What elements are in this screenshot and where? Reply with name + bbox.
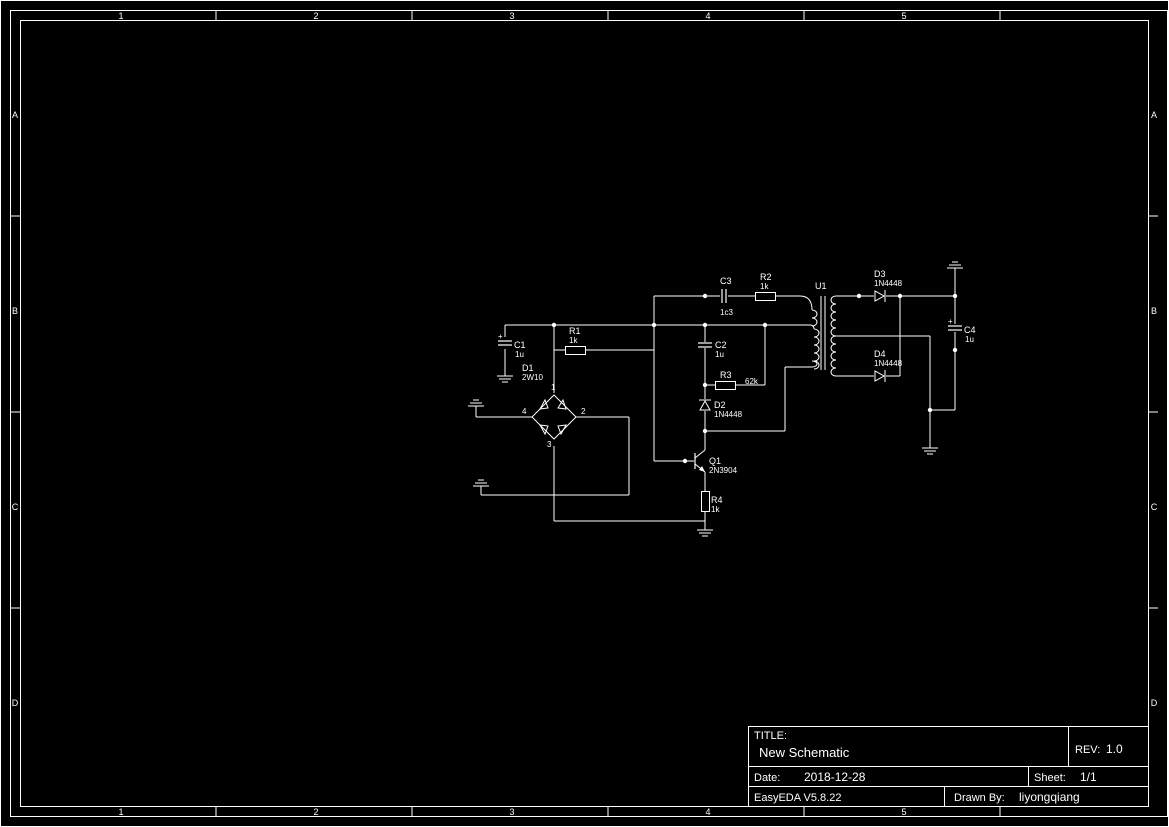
- capacitor-c4[interactable]: + C4 1u: [948, 317, 976, 344]
- r1-value: 1k: [569, 336, 578, 345]
- row-ticks: [10, 215, 1158, 609]
- r3-ref: R3: [720, 370, 732, 380]
- col-label-bottom-5: 5: [901, 807, 906, 817]
- ground-r4: [697, 529, 713, 537]
- d2-ref: D2: [714, 400, 726, 410]
- ground-pin2: [473, 479, 489, 487]
- d3-ref: D3: [874, 269, 886, 279]
- sheet-value: 1/1: [1080, 770, 1097, 784]
- capacitor-c3[interactable]: C3 1c3: [720, 276, 733, 317]
- col-label-top-3: 3: [509, 11, 514, 21]
- d4-ref: D4: [874, 349, 886, 359]
- row-label-right-a: A: [1151, 110, 1157, 120]
- c4-value: 1u: [965, 335, 974, 344]
- c1-ref: C1: [514, 340, 526, 350]
- software-version: EasyEDA V5.8.22: [754, 792, 841, 804]
- transistor-q1[interactable]: Q1 2N3904: [694, 449, 738, 475]
- row-label-left-c: C: [12, 502, 19, 512]
- c3-value: 1c3: [720, 308, 733, 317]
- ground-pin4: [468, 399, 484, 407]
- diode-d4[interactable]: D4 1N4448: [874, 349, 903, 382]
- d1-pin4: 4: [522, 407, 527, 416]
- row-label-right-b: B: [1151, 306, 1157, 316]
- date-label: Date:: [754, 772, 780, 784]
- capacitor-c2[interactable]: C2 1u: [698, 340, 727, 359]
- r3-value: 62k: [745, 377, 759, 386]
- col-label-top-5: 5: [901, 11, 906, 21]
- resistor-r2[interactable]: R2 1k: [755, 272, 776, 301]
- date-value: 2018-12-28: [804, 770, 866, 784]
- row-label-left-b: B: [12, 306, 18, 316]
- row-label-right-c: C: [1151, 502, 1158, 512]
- u1-ref: U1: [815, 281, 827, 291]
- drawn-by-value: liyongqiang: [1019, 790, 1080, 804]
- title-block: TITLE: New Schematic REV: 1.0 Date: 2018…: [748, 726, 1149, 807]
- title-label: TITLE:: [754, 730, 787, 742]
- r1-ref: R1: [569, 326, 581, 336]
- capacitor-c1[interactable]: + C1 1u: [498, 332, 526, 359]
- rev-value: 1.0: [1106, 742, 1123, 756]
- d1-ref: D1: [522, 363, 534, 373]
- inner-frame: [20, 20, 1149, 807]
- ground-c4-top: [947, 261, 963, 269]
- d1-pin2: 2: [581, 407, 586, 416]
- diode-d3[interactable]: D3 1N4448: [874, 269, 903, 302]
- col-label-bottom-2: 2: [313, 807, 318, 817]
- schematic-title: New Schematic: [759, 745, 850, 760]
- drawn-by-label: Drawn By:: [954, 792, 1005, 804]
- q1-value: 2N3904: [709, 466, 738, 475]
- col-label-top-1: 1: [118, 11, 123, 21]
- q1-ref: Q1: [709, 456, 721, 466]
- rev-label: REV:: [1075, 744, 1100, 756]
- ground-c1: [497, 375, 513, 383]
- sheet-label: Sheet:: [1034, 772, 1066, 784]
- d3-value: 1N4448: [874, 279, 903, 288]
- d4-value: 1N4448: [874, 359, 903, 368]
- junctions: [551, 293, 958, 464]
- resistor-r1[interactable]: R1 1k: [565, 326, 586, 355]
- wires: [475, 268, 956, 530]
- column-ticks: [215, 10, 1001, 817]
- ground-symbols: [468, 261, 963, 537]
- svg-text:+: +: [948, 317, 953, 326]
- r2-value: 1k: [760, 282, 769, 291]
- d1-value: 2W10: [522, 373, 543, 382]
- col-label-bottom-1: 1: [118, 807, 123, 817]
- transformer-u1[interactable]: U1: [806, 281, 837, 377]
- c4-ref: C4: [964, 325, 976, 335]
- row-label-left-d: D: [12, 698, 19, 708]
- resistor-r3[interactable]: R3 62k: [715, 370, 759, 390]
- c2-ref: C2: [715, 340, 727, 350]
- col-label-bottom-3: 3: [509, 807, 514, 817]
- row-label-right-d: D: [1151, 698, 1158, 708]
- c3-ref: C3: [720, 276, 732, 286]
- bridge-rectifier-d1[interactable]: D1 2W10 1 2 3 4: [522, 363, 586, 449]
- d1-pin1: 1: [551, 383, 556, 392]
- resistor-r4[interactable]: R4 1k: [701, 491, 723, 515]
- outer-frame: [10, 10, 1168, 817]
- diode-d2[interactable]: D2 1N4448: [699, 399, 743, 419]
- d1-pin3: 3: [547, 440, 552, 449]
- col-label-top-4: 4: [705, 11, 710, 21]
- c1-value: 1u: [515, 350, 524, 359]
- circuit: + C1 1u R1 1k D1 2W10 1 2 3 4: [468, 261, 976, 537]
- col-label-bottom-4: 4: [705, 807, 710, 817]
- r2-ref: R2: [760, 272, 772, 282]
- r4-ref: R4: [711, 495, 723, 505]
- col-label-top-2: 2: [313, 11, 318, 21]
- d2-value: 1N4448: [714, 410, 743, 419]
- r4-value: 1k: [711, 505, 720, 514]
- c2-value: 1u: [715, 350, 724, 359]
- row-label-left-a: A: [12, 110, 18, 120]
- svg-text:+: +: [498, 332, 503, 341]
- ground-secondary: [922, 447, 938, 455]
